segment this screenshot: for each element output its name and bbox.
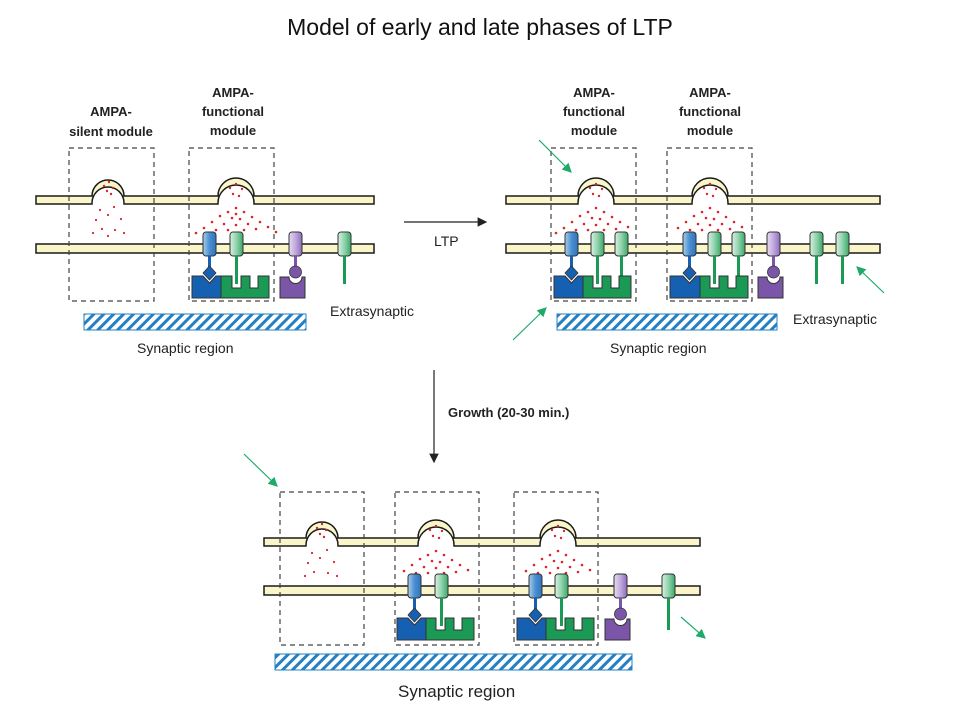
glutamate-cloud <box>402 524 470 575</box>
ampa-receptor <box>682 231 697 281</box>
ampa-receptor <box>614 231 629 284</box>
scaffold-blue <box>516 617 547 641</box>
functional-module-label-2: functional <box>679 104 741 119</box>
functional-module-label-1: AMPA- <box>212 85 254 100</box>
scaffold-green <box>425 617 475 641</box>
ampa-receptor <box>554 573 569 626</box>
nmda-receptor <box>766 231 781 279</box>
functional-module-label-2: functional <box>202 104 264 119</box>
scaffold-blue <box>669 275 701 299</box>
functional-module-box <box>666 147 753 302</box>
ampa-receptor <box>590 231 605 284</box>
pointer-arrow <box>243 453 278 487</box>
extrasynaptic-receptor <box>809 231 824 284</box>
functional-module-box <box>394 491 480 646</box>
silent-module-box <box>279 491 365 646</box>
glutamate-cloud <box>554 182 630 235</box>
presynaptic-membrane <box>35 177 375 205</box>
extrasynaptic-label: Extrasynaptic <box>793 311 877 327</box>
scaffold-blue <box>396 617 427 641</box>
scaffold-purple <box>279 276 306 299</box>
pointer-arrow <box>856 266 885 294</box>
nmda-receptor <box>613 573 628 621</box>
functional-module-label-2: functional <box>563 104 625 119</box>
functional-module-label-3: module <box>210 123 256 138</box>
panel-before-ltp: AMPA- silent module AMPA- functional mod… <box>35 85 414 356</box>
pointer-arrow <box>512 307 547 341</box>
functional-module-label-3: module <box>571 123 617 138</box>
glutamate-release <box>91 180 126 238</box>
glutamate-cloud <box>194 182 278 235</box>
ampa-receptor <box>731 231 746 284</box>
pointer-arrow <box>538 139 572 173</box>
extrasynaptic-receptor <box>337 231 352 284</box>
scaffold-green <box>220 275 270 299</box>
presynaptic-membrane <box>505 177 881 205</box>
scaffold-blue <box>553 275 584 299</box>
synaptic-region-bar <box>556 313 778 331</box>
silent-module-label-1: AMPA- <box>90 104 132 119</box>
extrasynaptic-receptor <box>661 573 676 630</box>
panel-after-ltp: AMPA- functional module AMPA- functional… <box>505 85 885 356</box>
extrasynaptic-receptor <box>835 231 850 284</box>
synaptic-region-bar <box>83 313 307 331</box>
glutamate-cloud <box>524 524 592 575</box>
synaptic-region-bar <box>274 653 633 671</box>
ltp-label: LTP <box>434 233 459 249</box>
growth-label: Growth (20-30 min.) <box>448 405 569 420</box>
functional-module-label-3: module <box>687 123 733 138</box>
scaffold-green <box>545 617 595 641</box>
presynaptic-membrane <box>263 519 701 547</box>
ampa-receptor <box>434 573 449 626</box>
ampa-receptor <box>707 231 722 284</box>
nmda-receptor <box>288 231 303 279</box>
synaptic-region-label: Synaptic region <box>610 340 707 356</box>
ampa-receptor <box>229 231 244 284</box>
synaptic-region-label: Synaptic region <box>398 682 515 701</box>
page-title: Model of early and late phases of LTP <box>287 14 673 40</box>
scaffold-purple <box>757 276 784 299</box>
scaffold-green <box>699 275 749 299</box>
silent-module-label-2: silent module <box>69 124 153 139</box>
ampa-receptor <box>564 231 579 281</box>
synaptic-region-label: Synaptic region <box>137 340 234 356</box>
glutamate-cloud <box>676 182 744 232</box>
silent-module-box <box>68 147 155 302</box>
postsynaptic-membrane <box>263 585 701 596</box>
ampa-receptor <box>202 231 217 281</box>
scaffold-purple <box>604 618 631 641</box>
pointer-arrow <box>680 616 706 639</box>
functional-module-box <box>550 147 637 302</box>
ampa-receptor <box>407 573 422 623</box>
ampa-receptor <box>528 573 543 623</box>
panel-after-growth: Synaptic region <box>243 453 706 701</box>
functional-module-box <box>188 147 275 302</box>
functional-module-box <box>513 491 599 646</box>
extrasynaptic-label: Extrasynaptic <box>330 303 414 319</box>
scaffold-green <box>582 275 632 299</box>
scaffold-blue <box>191 275 222 299</box>
functional-module-label-1: AMPA- <box>689 85 731 100</box>
glutamate-release <box>303 522 339 578</box>
functional-module-label-1: AMPA- <box>573 85 615 100</box>
